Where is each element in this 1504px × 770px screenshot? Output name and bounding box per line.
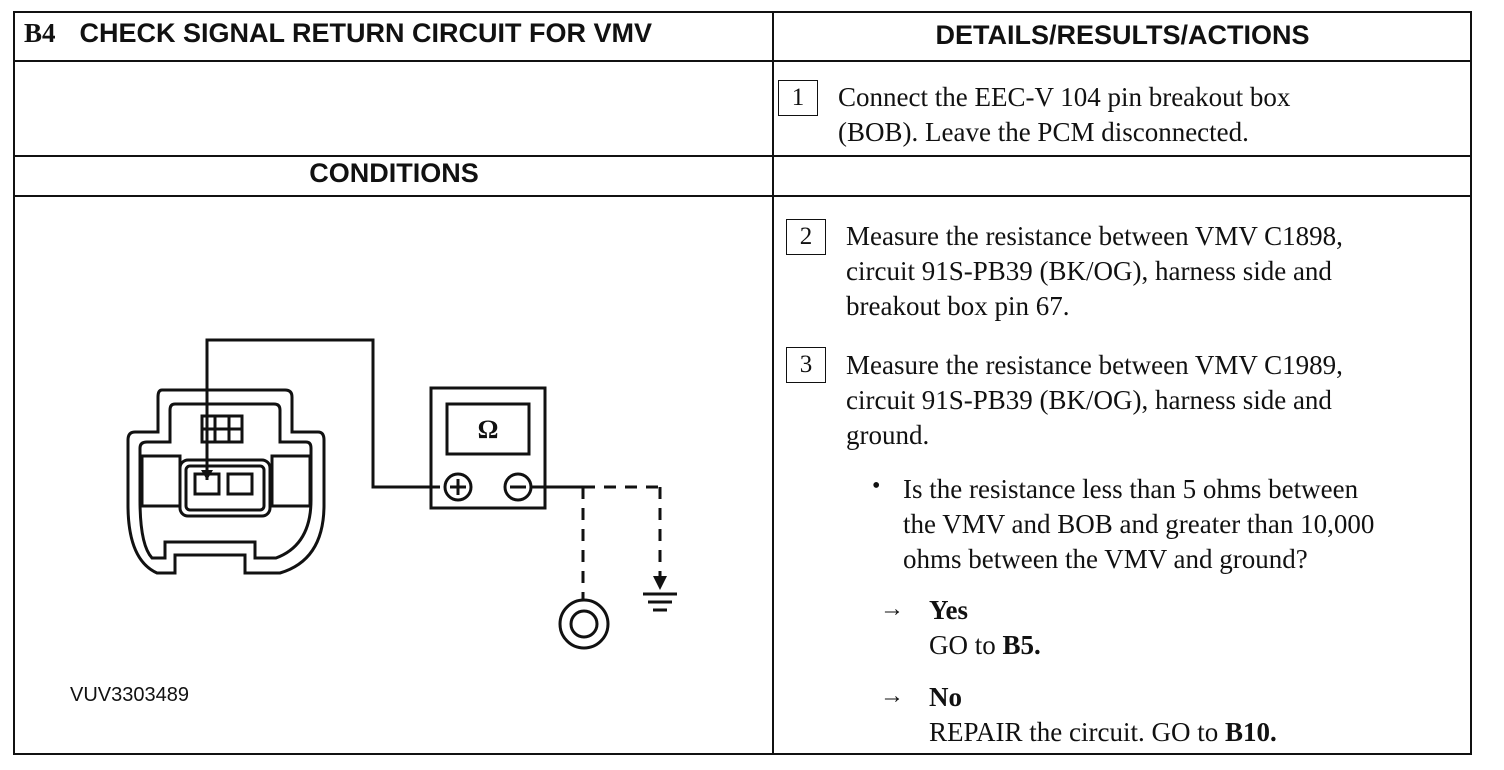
result-no-target: B10	[1225, 717, 1271, 747]
step-2-line-2: circuit 91S-PB39 (BK/OG), harness side a…	[846, 256, 1332, 286]
row-divider-conditions	[13, 195, 1472, 197]
connector-icon	[126, 388, 326, 575]
ohmmeter-icon	[429, 386, 547, 510]
result-no-action: REPAIR the circuit. GO to	[929, 717, 1225, 747]
circle-ground-icon	[558, 598, 610, 650]
conditions-label: CONDITIONS	[309, 158, 479, 188]
result-yes-action: GO to	[929, 630, 1003, 660]
result-no-label: No	[929, 682, 962, 712]
result-yes-target: B5	[1002, 630, 1035, 660]
step-1-text: Connect the EEC-V 104 pin breakout box (…	[838, 80, 1290, 150]
step-number-1: 1	[778, 80, 818, 116]
yes-arrow-icon: →	[880, 596, 904, 622]
step-number-2: 2	[786, 219, 826, 255]
row-divider-header	[13, 60, 1472, 62]
question-line-3: ohms between the VMV and ground?	[903, 544, 1308, 574]
figure-id: VUV3303489	[70, 684, 189, 706]
step-1-line-2: (BOB). Leave the PCM disconnected.	[838, 117, 1249, 147]
step-title: B4 CHECK SIGNAL RETURN CIRCUIT FOR VMV	[24, 18, 652, 49]
test-lead-positive	[205, 338, 440, 489]
ground-symbol-icon	[643, 592, 677, 612]
step-1-line-1: Connect the EEC-V 104 pin breakout box	[838, 82, 1291, 112]
step-2-text: Measure the resistance between VMV C1898…	[846, 219, 1343, 324]
bullet: •	[872, 473, 881, 499]
question-line-2: the VMV and BOB and greater than 10,000	[903, 509, 1375, 539]
negative-terminal-icon	[503, 472, 533, 502]
test-lead-negative	[531, 485, 662, 600]
step-2-line-3: breakout box pin 67.	[846, 291, 1070, 321]
question-line-1: Is the resistance less than 5 ohms betwe…	[903, 474, 1359, 504]
step-title-text: CHECK SIGNAL RETURN CIRCUIT FOR VMV	[79, 18, 653, 48]
row-divider-step1	[13, 155, 1472, 157]
result-yes: Yes GO to B5.	[929, 595, 1041, 660]
test-diagram: Ω	[126, 338, 677, 650]
step-3-text: Measure the resistance between VMV C1989…	[846, 348, 1343, 453]
positive-terminal-icon	[443, 472, 473, 502]
ground-arrow-icon	[653, 576, 667, 590]
step-3-line-3: ground.	[846, 420, 930, 450]
no-arrow-icon: →	[880, 683, 904, 709]
step-3-line-2: circuit 91S-PB39 (BK/OG), harness side a…	[846, 385, 1332, 415]
result-no: No REPAIR the circuit. GO to B10.	[929, 682, 1277, 747]
step-3-line-1: Measure the resistance between VMV C1989…	[846, 350, 1343, 380]
step-2-line-1: Measure the resistance between VMV C1898…	[846, 221, 1343, 251]
ohm-symbol: Ω	[478, 415, 499, 444]
step-number-3: 3	[786, 347, 826, 383]
step-id: B4	[24, 18, 56, 48]
probe-arrow-icon	[201, 470, 213, 480]
details-title: DETAILS/RESULTS/ACTIONS	[935, 20, 1310, 50]
column-divider	[772, 11, 774, 755]
question-text: Is the resistance less than 5 ohms betwe…	[903, 472, 1374, 577]
procedure-table	[13, 11, 1472, 755]
result-yes-label: Yes	[929, 595, 968, 625]
